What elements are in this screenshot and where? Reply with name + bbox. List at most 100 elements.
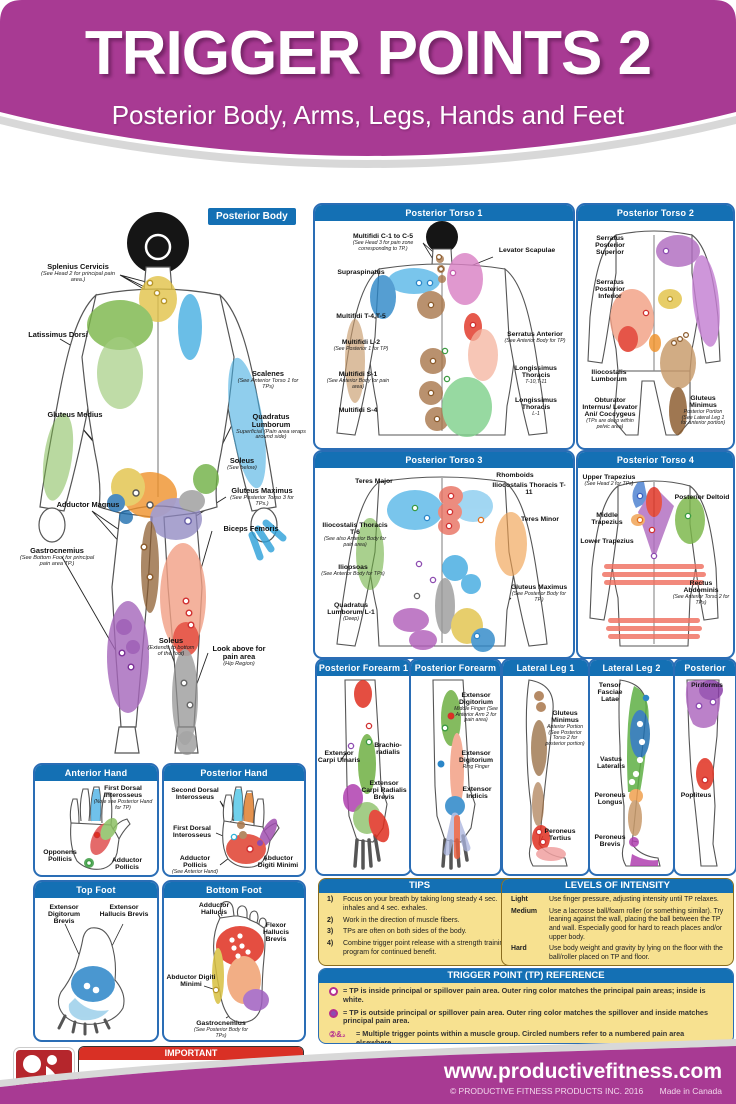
muscle-label: Adductor Hallucis — [198, 902, 230, 917]
panel-posterior-forearm-2: Posterior Forearm 2 — [409, 658, 502, 876]
muscle-label: Posterior — [595, 242, 625, 249]
muscle-label: Adductor Magnus — [56, 500, 120, 509]
tips-box: TIPS 1) Focus on your breath by taking l… — [318, 878, 521, 966]
panel-title: Posterior Torso 1 — [315, 205, 573, 221]
panel-posterior-torso-1: Posterior Torso 1 — [313, 203, 575, 450]
tip-item: 3) TPs are often on both sides of the bo… — [327, 928, 467, 936]
muscle-label: Extensor Hallucis Brevis — [99, 904, 149, 919]
muscle-label: Gluteus Minimus Anterior Portion (See Po… — [545, 710, 585, 747]
muscle-label: Levator Scapulae — [498, 247, 556, 254]
important-title: IMPORTANT — [79, 1047, 303, 1060]
tip-item: 4) Combine trigger point release with a … — [327, 940, 508, 956]
intensity-title: LEVELS OF INTENSITY — [502, 879, 733, 893]
muscle-label: Gastrocnemius (See Bottom Foot for princ… — [19, 546, 95, 567]
tp-reference-line: = Multiple trigger points within a muscl… — [319, 1026, 733, 1043]
panel-anterior-hand: Anterior Hand — [33, 763, 159, 877]
muscle-label: Obturator Internus/ Levator Ani/ Coccyge… — [582, 397, 638, 430]
panel-lateral-leg-2: Lateral Leg 2 — [588, 658, 675, 876]
panel-title: Posterior Hand — [164, 765, 304, 781]
muscle-label: Peroneus — [594, 792, 626, 799]
muscle-label: Extensor Carpi Radialis Brevis — [361, 780, 407, 802]
muscle-label: Superior — [596, 249, 624, 256]
muscle-label: Gluteus Maximus (See Posterior Body for … — [510, 584, 568, 603]
muscle-label: Extensor Digitorum Brevis — [47, 904, 81, 926]
muscle-label: Rhomboids — [496, 472, 534, 479]
muscle-label: Biceps Femoris — [223, 524, 279, 533]
muscle-label: Teres Major — [355, 478, 393, 485]
muscle-label: Extensor Indicis — [462, 786, 492, 801]
panel-title: Bottom Foot — [164, 882, 304, 898]
intensity-level: Hard Use body weight and gravity by lyin… — [511, 945, 723, 961]
muscle-label: Multifidi S-1 (See Anterior Body for pai… — [326, 371, 390, 390]
muscle-label: Latissimus Dorsi — [28, 330, 88, 339]
tp-reference-line: = TP is inside principal or spillover pa… — [319, 983, 733, 1005]
footer-made-in: Made in Canada — [659, 1086, 722, 1096]
muscle-label: Iliocostalis — [591, 369, 627, 376]
muscle-label: Multifidi C-1 to C-5 (See Head 3 for pai… — [352, 233, 414, 252]
muscle-label: Abductor Digiti Minimi — [257, 855, 299, 870]
muscle-label: Rectus Abdominis (See Anterior Torso 2 f… — [672, 580, 730, 606]
muscle-label: Posterior — [595, 286, 625, 293]
muscle-label: Opponens Pollicis — [43, 849, 77, 864]
tp-reference-box: TRIGGER POINT (TP) REFERENCE = TP is ins… — [318, 968, 734, 1044]
muscle-label: Look above for pain area (Hip Region) — [212, 644, 266, 667]
muscle-label: Multifidi L-2 (See Posterior 1 for TP) — [333, 339, 389, 353]
muscle-label: Lower Trapezius — [580, 538, 634, 545]
panel-title: Posterior Forearm 1 — [317, 660, 410, 676]
muscle-label: Popliteus — [680, 792, 712, 799]
muscle-label: Adductor Pollicis (See Anterior Hand) — [172, 855, 218, 876]
muscle-label: Lumborum — [591, 376, 627, 383]
muscle-label: Iliocostalis Thoracis T-6 (See also Ante… — [322, 522, 388, 548]
poster-title: TRIGGER POINTS 2 — [84, 19, 652, 88]
footer-copyright: © PRODUCTIVE FITNESS PRODUCTS INC. 2016 … — [449, 1086, 722, 1096]
muscle-label: Serratus — [596, 235, 624, 242]
panel-posterior-torso-2: Posterior Torso 2 — [576, 203, 735, 450]
tp-reference-title: TRIGGER POINT (TP) REFERENCE — [319, 969, 733, 983]
tp-reference-line: = TP is outside principal or spillover p… — [319, 1005, 733, 1027]
panel-title: Posterior Torso 2 — [578, 205, 733, 221]
tip-item: 1) Focus on your breath by taking long s… — [327, 896, 498, 912]
muscle-label: Supraspinatus — [337, 269, 385, 276]
panel-title: Posterior Forearm 2 — [411, 660, 500, 689]
muscle-label: Peroneus — [594, 834, 626, 841]
intensity-level: Light Use finger pressure, adjusting int… — [511, 896, 719, 903]
poster-header: TRIGGER POINTS 2 Posterior Body, Arms, L… — [0, 0, 736, 172]
muscle-label: Upper Trapezius (See Head 2 for TPs) — [582, 474, 636, 488]
muscle-label: Gastrocnemius (See Posterior Body for TP… — [194, 1020, 248, 1039]
footer-url[interactable]: www.productivefitness.com — [443, 1060, 722, 1083]
muscle-label: Gluteus Medius — [47, 410, 103, 419]
muscle-label: Iliopsoas (See Anterior Body for TPs) — [321, 564, 385, 578]
posterior-body-illustration — [38, 212, 287, 755]
muscle-label: Posterior Deltoid — [674, 494, 730, 501]
footer-swoosh — [0, 1039, 736, 1104]
panel-title: Anterior Hand — [35, 765, 157, 781]
panel-posterior-torso-4: Posterior Torso 4 — [576, 450, 735, 659]
panel-posterior-hand: Posterior Hand — [162, 763, 306, 877]
muscle-label: Quadratus Lumborum Superficial (Pain are… — [236, 412, 306, 441]
muscle-label: First Dorsal Interosseus — [172, 825, 212, 840]
muscle-label: Adductor Pollicis — [111, 857, 143, 872]
muscle-label: Latae — [601, 696, 619, 703]
muscle-label: Serratus — [596, 279, 624, 286]
panel-title: Posterior — [675, 660, 735, 676]
muscle-label: Iliocostalis Thoracis T-11 — [492, 482, 566, 497]
muscle-label: Brachio-radialis — [374, 742, 402, 757]
muscle-label: Longissimus Thoracis L-1 — [515, 397, 557, 418]
panel-posterior-leg: Posterior — [673, 658, 736, 876]
muscle-label: Gluteus Maximus (See Posterior Torso 3 f… — [230, 486, 294, 507]
panel-title: Posterior Torso 4 — [578, 452, 733, 468]
panel-title: Lateral Leg 1 — [503, 660, 588, 676]
muscle-label: Brevis — [599, 841, 621, 848]
muscle-label: Teres Minor — [520, 516, 560, 523]
panel-posterior-torso-3: Posterior Torso 3 — [313, 450, 575, 659]
panel-lateral-leg-1: Lateral Leg 1 — [501, 658, 590, 876]
muscle-label: Second Dorsal Interosseus — [171, 787, 219, 802]
muscle-label: Middle Trapezius — [591, 512, 623, 527]
muscle-label: Soleus (Extends to bottom of the foot) — [147, 636, 195, 657]
poster-subtitle: Posterior Body, Arms, Legs, Hands and Fe… — [111, 100, 625, 130]
tips-title: TIPS — [319, 879, 520, 893]
muscle-label: Longus — [597, 799, 623, 806]
muscle-label: Piriformis — [691, 682, 723, 689]
muscle-label: Extensor Carpi Ulnaris — [317, 750, 361, 765]
muscle-label: Tensor — [598, 682, 622, 689]
